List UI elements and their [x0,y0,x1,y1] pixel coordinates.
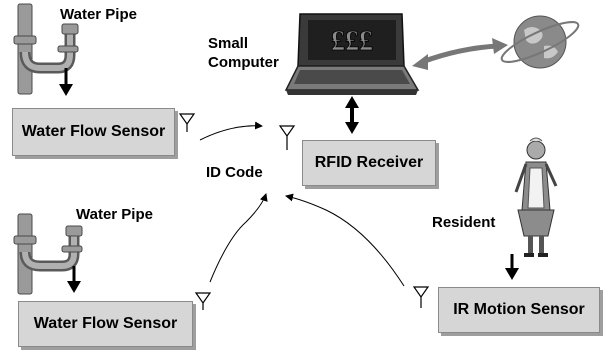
resident-person-icon [514,137,558,257]
down-arrow-icon [67,266,81,293]
globe-icon [500,15,580,69]
down-arrow-icon [59,68,73,96]
rfid-receiver-box: RFID Receiver [302,140,436,186]
water-flow-sensor-bottom-box: Water Flow Sensor [18,301,193,347]
id-code-label: ID Code [206,164,263,181]
antenna-icon [412,286,430,308]
laptop-screen-text: £££ [331,26,373,57]
down-arrow-icon [505,254,519,280]
water-pipe-icon [13,213,83,295]
resident-label: Resident [432,214,496,231]
water-flow-sensor-top-box: Water Flow Sensor [12,108,175,156]
antenna-icon [178,113,196,132]
signal-curves [199,121,405,287]
double-arrow-laptop-globe [412,38,508,70]
antenna-icon [194,292,212,310]
small-computer-label: Small Computer [208,35,279,71]
double-arrow-laptop-rfid [345,96,359,134]
water-pipe-label: Water Pipe [60,6,137,23]
water-pipe-label: Water Pipe [76,206,153,223]
ir-motion-sensor-box: IR Motion Sensor [438,287,600,333]
antenna-icon [278,125,296,150]
laptop-icon [284,13,420,95]
water-pipe-icon [13,3,79,95]
